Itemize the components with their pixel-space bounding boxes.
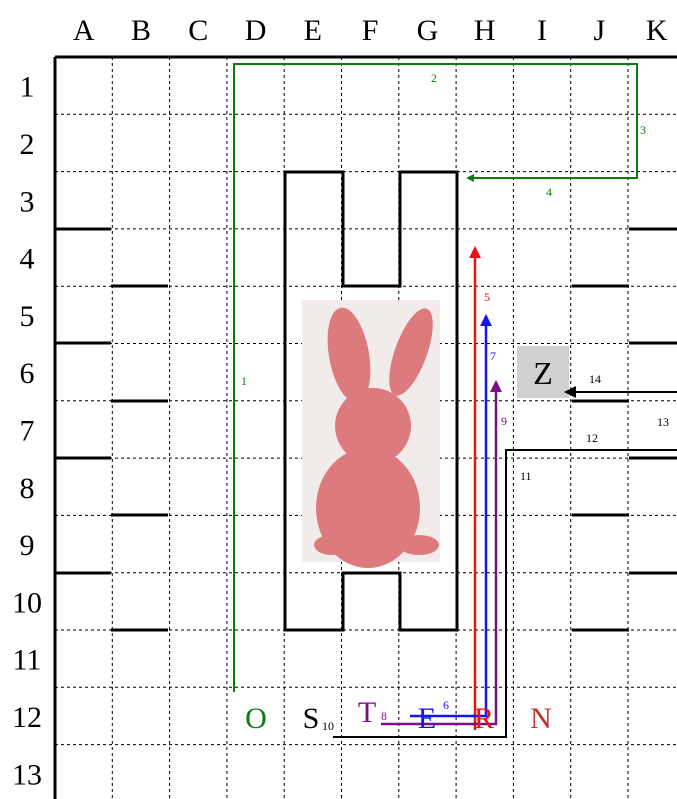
letter-r: R — [474, 702, 494, 735]
z-marker: Z — [517, 346, 569, 398]
column-headers: A B C D E F G H I J K — [73, 14, 668, 47]
row-header-12: 12 — [12, 701, 42, 734]
column-header-e: E — [304, 14, 322, 47]
column-header-h: H — [474, 14, 496, 47]
step-label-13: 13 — [657, 415, 669, 429]
letter-o: O — [245, 702, 267, 735]
step-label-4: 4 — [546, 185, 552, 199]
row-header-5: 5 — [20, 300, 35, 333]
column-header-c: C — [188, 14, 208, 47]
row-header-9: 9 — [20, 529, 35, 562]
step-label-6: 6 — [443, 698, 449, 712]
letter-e: E — [418, 702, 436, 735]
row-header-6: 6 — [20, 357, 35, 390]
step-label-11: 11 — [520, 469, 532, 483]
row-header-11: 11 — [13, 644, 42, 677]
column-header-g: G — [417, 14, 439, 47]
row-header-4: 4 — [20, 243, 35, 276]
column-header-b: B — [131, 14, 151, 47]
step-label-3: 3 — [640, 123, 646, 137]
step-label-5: 5 — [484, 290, 490, 304]
column-header-j: J — [594, 14, 606, 47]
letter-z: Z — [533, 355, 553, 391]
letter-t: T — [358, 696, 376, 729]
letter-s-subscript: 10 — [322, 719, 334, 733]
column-header-i: I — [537, 14, 547, 47]
letter-s: S — [303, 702, 320, 735]
letter-n: N — [530, 702, 552, 735]
column-header-f: F — [362, 14, 379, 47]
step-label-1: 1 — [241, 374, 247, 388]
column-header-a: A — [73, 14, 95, 47]
step-label-7: 7 — [490, 349, 496, 363]
row-header-3: 3 — [20, 185, 35, 218]
step-label-12: 12 — [586, 431, 598, 445]
row-header-7: 7 — [20, 414, 35, 447]
step-label-2: 2 — [431, 71, 437, 85]
row-header-10: 10 — [12, 586, 42, 619]
row-header-2: 2 — [20, 128, 35, 161]
row-header-1: 1 — [20, 71, 35, 104]
row-header-13: 13 — [12, 758, 42, 791]
step-label-14: 14 — [589, 372, 601, 386]
step-label-9: 9 — [501, 414, 507, 428]
bunny-picture — [302, 300, 442, 568]
column-header-k: K — [646, 14, 668, 47]
letter-t-subscript: 8 — [381, 709, 387, 723]
row-header-8: 8 — [20, 472, 35, 505]
column-header-d: D — [245, 14, 267, 47]
